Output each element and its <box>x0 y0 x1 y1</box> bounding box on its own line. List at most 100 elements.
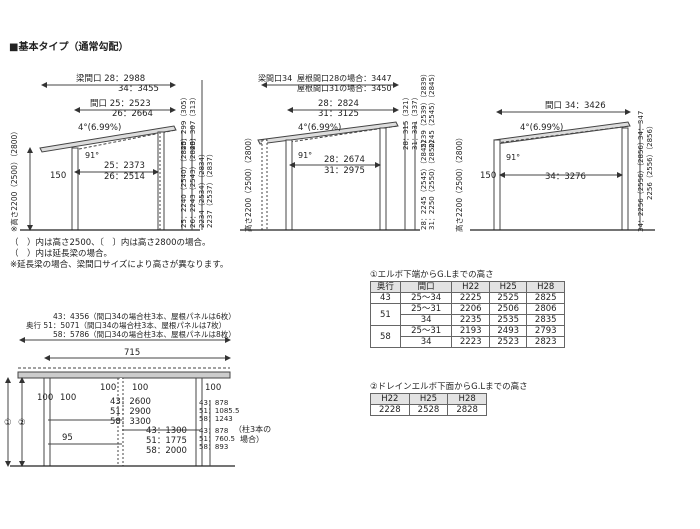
table1-depth: 51 <box>370 303 401 326</box>
table1-cell: 2506 <box>488 303 528 315</box>
d1-opening-1: 間口 25：2523 <box>90 99 151 109</box>
right1-58: 58：1243 <box>199 415 233 423</box>
d1-beam-span-1: 梁間口 28：2988 <box>76 74 145 84</box>
side-post-mid <box>117 377 124 467</box>
table-row: 58 25～31 2193 2493 2793 <box>370 325 565 348</box>
d3-dim-150: 150 <box>480 171 496 181</box>
arrow-100-a: 100 <box>100 383 116 393</box>
table2-header: H28 <box>447 393 487 405</box>
d1-right-a2: 26：307（313） <box>189 93 197 150</box>
table1-cell: 2825 <box>526 292 565 304</box>
mid-58: 58：3300 <box>110 417 151 427</box>
table1-header-row: 奥行 間口 H22 H25 H28 <box>370 281 565 293</box>
d2-right-c1: 28：2245（2545）（2845） <box>420 136 428 230</box>
d2-label-roof28: 屋根間口28の場合：3447 <box>297 73 392 83</box>
post-rear-3 <box>621 127 629 231</box>
d3-slope: 4°(6.99%) <box>520 123 563 133</box>
table1-cell: 25～34 <box>399 292 453 304</box>
d3-left-height: 高さ2200（2500）（2800） <box>454 133 464 232</box>
note-height: （ ）内は高さ2500、〔 〕内は高さ2800の場合。 <box>10 238 211 248</box>
table1-cell: 2193 <box>451 325 490 337</box>
d2-right-b1: 2239（2539）（2839） <box>420 70 428 148</box>
d3-right-c: 34：2256（2556）（2856） <box>637 138 645 232</box>
d3-angle: 91° <box>506 153 520 162</box>
side-view <box>5 337 235 467</box>
table1-header: H25 <box>488 281 528 293</box>
d1-opening-2: 26：2664 <box>112 109 153 119</box>
post-front-3 <box>493 139 501 231</box>
arrow-100-c: 100 <box>205 383 221 393</box>
table1-cell: 34 <box>399 336 453 348</box>
right3-43: 43：878 <box>199 427 228 435</box>
table1-cell: 2835 <box>526 314 565 326</box>
d1-slope: 4°(6.99%) <box>78 123 121 133</box>
table1-cell: 2206 <box>451 303 490 315</box>
depth-line-43: 43：4356（間口34の場合柱3本、屋根パネルは6枚） <box>53 311 236 321</box>
table-row: 51 25～31 2206 2506 2806 <box>370 303 565 326</box>
table1-cell: 2235 <box>451 314 490 326</box>
page-heading: ■基本タイプ（通常勾配） <box>9 40 128 53</box>
table-row: 34 2223 2523 2823 <box>371 336 565 348</box>
dim-95: 95 <box>62 433 73 443</box>
table2-header: H25 <box>408 393 449 405</box>
mid-51: 51：2900 <box>110 407 151 417</box>
table1-cell: 2535 <box>488 314 528 326</box>
table1-header: 奥行 <box>370 281 401 293</box>
table-row: 2228 2528 2828 <box>370 404 487 416</box>
post-front-2 <box>285 139 293 231</box>
right3-58: 58：893 <box>199 443 228 451</box>
arrow-100-b: 100 <box>132 383 148 393</box>
post-front-1 <box>71 147 79 231</box>
d3-opening: 間口 34：3426 <box>545 101 606 111</box>
table1-cell: 2806 <box>526 303 565 315</box>
d1-beam-span-2: 34：3455 <box>118 84 159 94</box>
table2-cell: 2528 <box>408 404 449 416</box>
d2-right-a1: 28：315（321） <box>402 93 410 150</box>
table1-header: H28 <box>526 281 565 293</box>
table1-header: H22 <box>451 281 490 293</box>
table1-header: 間口 <box>399 281 453 293</box>
d2-left-height: 高さ2200（2500）（2800） <box>243 133 253 232</box>
table1-cell: 2225 <box>451 292 490 304</box>
arrow-100-e: 100 <box>60 393 76 403</box>
d2-slope: 4°(6.99%) <box>298 123 341 133</box>
table1-cell: 34 <box>399 314 453 326</box>
table1-cell: 25～31 <box>399 325 453 337</box>
front-view-3 <box>470 109 655 231</box>
d2-right-c2: 31：2250（2550）（2850） <box>428 136 436 230</box>
d2-right-b2: 2245（2545）（2845） <box>428 70 436 148</box>
mid-43: 43：2600 <box>110 397 151 407</box>
d1-dim-150: 150 <box>50 171 66 181</box>
right1-51: 51：1085.5 <box>199 407 239 415</box>
d2-inner-1: 28：2674 <box>324 155 365 165</box>
d2-label-beam: 梁間口34 <box>258 74 292 83</box>
d2-opening-2: 31：3125 <box>318 109 359 119</box>
d3-inner: 34：3276 <box>545 172 586 182</box>
table1-cell: 2793 <box>526 325 565 337</box>
d2-right-a2: 31：331（337） <box>411 93 419 150</box>
table2-header: H22 <box>370 393 410 405</box>
right2-58: 58：2000 <box>146 446 187 456</box>
table1-cell: 2493 <box>488 325 528 337</box>
d1-right-a1: 25：299（305） <box>180 93 188 150</box>
front-view-1 <box>20 80 203 231</box>
table1-title: ①エルボ下端からG.Lまでの高さ <box>370 270 494 280</box>
post-extension-2 <box>261 139 268 231</box>
table-row: 34 2235 2535 2835 <box>371 314 565 326</box>
d1-angle: 91° <box>85 151 99 160</box>
roof-panel-1 <box>39 125 177 153</box>
d1-inner-1: 25：2373 <box>104 161 145 171</box>
depth-line-51: 奥行 51：5071（間口34の場合柱3本、屋根パネルは7枚） <box>26 320 226 330</box>
table1-cell: 25～31 <box>399 303 453 315</box>
right1-43: 43：878 <box>199 399 228 407</box>
right2-43: 43：1300 <box>146 426 187 436</box>
d1-left-height: ※高さ2200（2500）（2800） <box>9 127 19 232</box>
pillar-note-2: 場合） <box>240 434 264 444</box>
depth-line-58: 58：5786（間口34の場合柱3本、屋根パネルは8枚） <box>53 329 236 339</box>
pillar-note-1: （柱3本の <box>234 424 271 434</box>
d1-right-c2: 26：2243（2543）（2843） <box>189 134 197 228</box>
side-post-left <box>43 377 51 467</box>
dim-715: 715 <box>124 348 140 358</box>
roof-panel-2 <box>257 121 399 145</box>
